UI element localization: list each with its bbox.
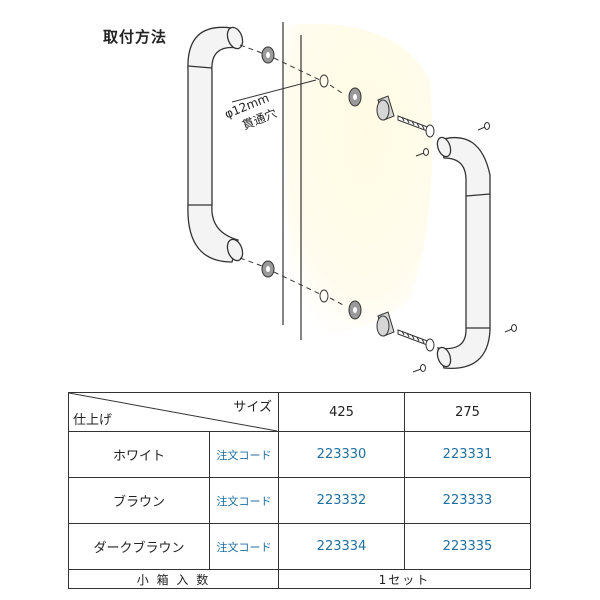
screw-1 <box>415 148 429 157</box>
right-handle <box>436 136 491 369</box>
box-quantity-label: 小 箱 入 数 <box>68 569 279 589</box>
order-code: 223332 <box>278 477 405 524</box>
spacer-bottom <box>376 311 395 337</box>
order-code: 223331 <box>404 431 531 478</box>
washer-right-top <box>348 87 362 107</box>
washer-right-bottom <box>348 300 362 320</box>
size-header: サイズ <box>233 400 272 415</box>
box-quantity-value: 1セット <box>278 569 531 589</box>
left-handle <box>187 26 244 263</box>
table-row: ダークブラウン 注文コード 223334 223335 <box>68 523 531 570</box>
hole-top <box>319 74 329 88</box>
table-header-row: サイズ 仕上げ 425 275 <box>68 392 531 432</box>
hole-label: φ12mm 貫通穴 <box>223 91 279 133</box>
finish-header: 仕上げ <box>73 413 113 428</box>
order-code-label: 注文コード <box>209 477 279 524</box>
screw-4 <box>504 324 517 333</box>
hole-bottom <box>319 289 329 303</box>
finish-cell: ホワイト <box>68 431 210 478</box>
size-425-header: 425 <box>278 392 405 432</box>
installation-diagram: φ12mm 貫通穴 <box>187 22 517 373</box>
table-row: ホワイト 注文コード 223330 223331 <box>68 431 531 478</box>
order-code: 223333 <box>404 477 531 524</box>
door-panel <box>283 23 433 336</box>
order-code: 223334 <box>278 523 405 570</box>
label-pointer <box>231 79 317 103</box>
screw-3 <box>412 364 426 373</box>
section-title: 取付方法 <box>103 28 168 46</box>
washer-left-top <box>261 46 275 64</box>
order-code-label: 注文コード <box>209 523 279 570</box>
size-275-header: 275 <box>404 392 531 432</box>
finish-cell: ブラウン <box>68 477 210 524</box>
alignment-lines <box>239 44 346 307</box>
order-code-label: 注文コード <box>209 431 279 478</box>
header-corner-cell: サイズ 仕上げ <box>68 392 279 432</box>
order-code: 223330 <box>278 431 405 478</box>
washer-left-bottom <box>261 260 275 278</box>
order-code: 223335 <box>404 523 531 570</box>
spacer-top <box>376 95 395 121</box>
table-footer-row: 小 箱 入 数 1セット <box>68 569 531 589</box>
screw-2 <box>477 122 490 131</box>
finish-cell: ダークブラウン <box>68 523 210 570</box>
bolt-bottom <box>397 329 435 352</box>
table-row: ブラウン 注文コード 223332 223333 <box>68 477 531 524</box>
spec-table: サイズ 仕上げ 425 275 ホワイト 注文コード 223330 223331… <box>68 392 531 589</box>
corner-diagonal <box>69 393 277 431</box>
bolt-top <box>397 115 435 138</box>
